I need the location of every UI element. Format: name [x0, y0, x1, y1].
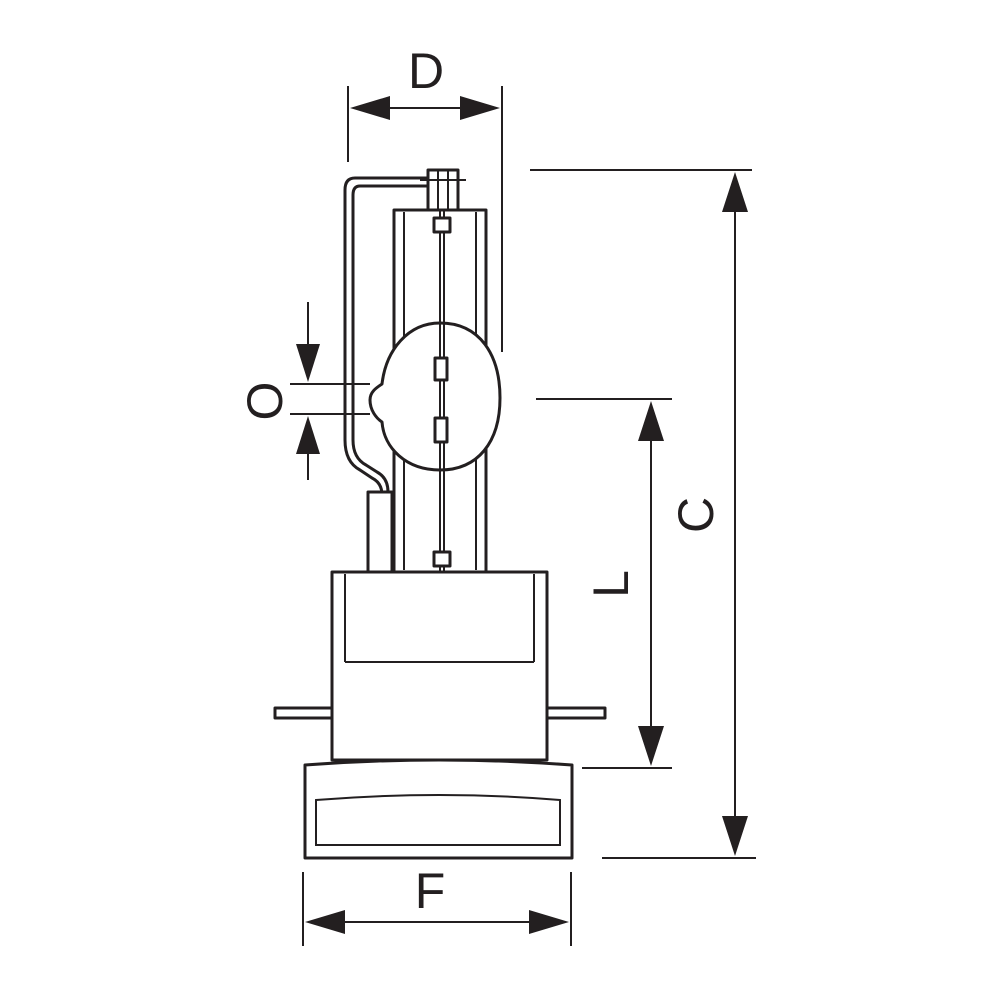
return-wire-inner — [351, 184, 432, 494]
return-wire — [343, 176, 432, 497]
label-o: O — [237, 382, 293, 421]
right-reference-pin — [545, 706, 607, 720]
o-arrow-bottom — [296, 416, 320, 454]
lamp-drawing — [273, 168, 607, 860]
dimension-c: C — [530, 169, 756, 859]
dimension-d: D — [347, 43, 503, 352]
upper-electrode — [433, 356, 449, 382]
left-reference-pin — [273, 706, 334, 720]
top-terminal — [426, 168, 460, 212]
o-arrow-top — [296, 344, 320, 382]
c-arrow-top — [722, 172, 748, 212]
lower-electrode — [433, 416, 449, 444]
dimension-f: F — [302, 863, 572, 946]
f-arrow-right — [529, 910, 569, 934]
d-arrow-right — [460, 96, 500, 120]
f-arrow-left — [305, 910, 345, 934]
upper-seal-cap — [432, 216, 452, 234]
label-c: C — [668, 497, 724, 533]
lower-seal-cap — [432, 550, 452, 568]
label-l: L — [583, 570, 639, 598]
label-d: D — [408, 43, 444, 99]
return-wire-sleeve — [366, 490, 394, 574]
dimension-l: L — [536, 398, 672, 769]
dimension-o: O — [237, 302, 370, 480]
d-arrow-left — [350, 96, 390, 120]
base-lower-collar — [303, 758, 574, 860]
l-arrow-bottom — [638, 726, 664, 766]
c-arrow-bottom — [722, 816, 748, 856]
l-arrow-top — [638, 401, 664, 441]
base-upper-body — [330, 570, 549, 762]
discharge-bulb — [368, 321, 502, 472]
label-f: F — [415, 863, 446, 919]
